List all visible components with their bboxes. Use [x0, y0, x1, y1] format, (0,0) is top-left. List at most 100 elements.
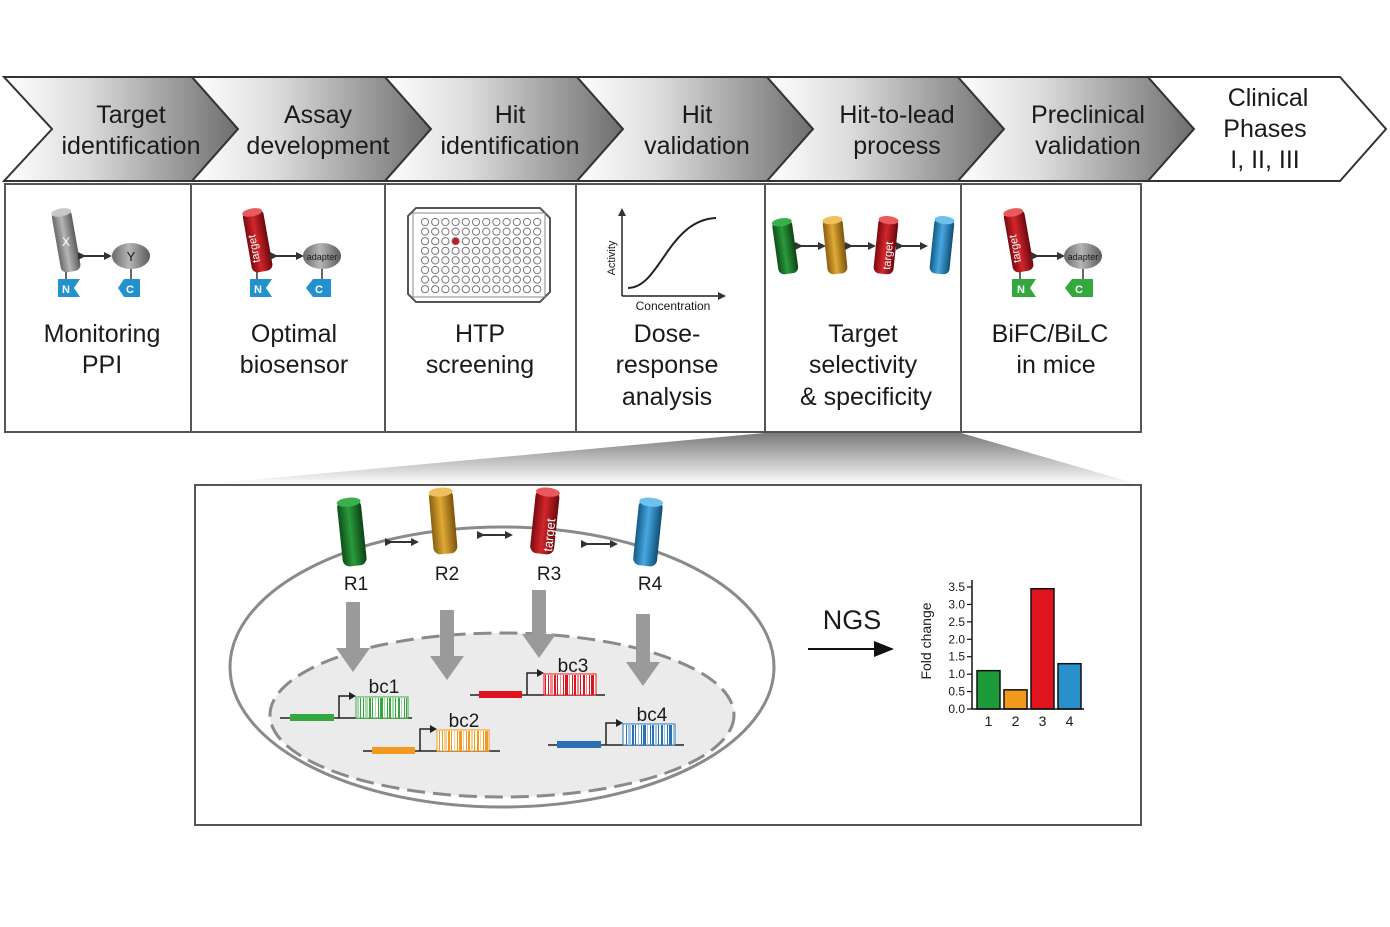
barcode-stripe — [406, 698, 407, 718]
c-fragment-label: C — [126, 284, 134, 296]
protein-y-label: Y — [127, 249, 136, 264]
target-label-4: target — [540, 517, 558, 552]
chart-bar-3 — [1030, 587, 1055, 710]
plate-well — [420, 237, 430, 246]
plate-well — [502, 265, 511, 275]
hit-well — [451, 237, 460, 246]
barcode-stripe — [548, 675, 549, 695]
barcode-stripe — [468, 731, 470, 751]
plate-well — [451, 246, 460, 255]
plate-well — [492, 237, 501, 246]
plate-well — [441, 237, 450, 246]
plate-well — [420, 246, 430, 255]
plate-well — [502, 217, 511, 227]
plate-well — [502, 237, 511, 246]
stage-labels: Target identification Assay development … — [62, 84, 1309, 174]
target-label-1: target — [246, 234, 263, 264]
target-label-3: target — [1007, 234, 1024, 264]
barcode-stripe — [545, 675, 546, 695]
plate-well — [451, 256, 460, 265]
barcode-stripe — [480, 731, 481, 751]
plate-well — [492, 246, 501, 255]
plate-well — [431, 217, 440, 227]
barcode-stripe — [483, 731, 484, 751]
adapter-label-1: adapter — [307, 252, 338, 262]
method-box-5 — [764, 183, 962, 433]
plate-well — [492, 227, 501, 236]
method-6-line1: BiFC/BiLC — [992, 320, 1109, 348]
barcode-stripe — [664, 725, 665, 745]
plate-well — [441, 217, 450, 227]
barcode-stripe — [375, 698, 376, 718]
barcode-stripe — [387, 698, 388, 718]
plate-well — [502, 246, 511, 255]
stage-2-line2: development — [246, 132, 389, 160]
plate-well — [420, 217, 430, 227]
plate-well — [431, 227, 440, 236]
plate-well — [512, 217, 521, 227]
stage-4-line1: Hit — [682, 101, 713, 129]
barcode-stripe — [655, 725, 657, 745]
barcode-stripe — [669, 725, 672, 745]
barcode-stripe — [557, 675, 558, 695]
method-5-line3: & specificity — [800, 383, 932, 411]
plate-well — [512, 256, 521, 265]
reporter-bc4: bc4 — [548, 705, 684, 748]
barcode-stripe — [643, 725, 646, 745]
reporter-bc2: bc2 — [363, 711, 500, 754]
plate-well — [482, 217, 491, 227]
stage-5-line2: process — [853, 132, 941, 160]
plate-well — [522, 256, 532, 265]
barcode-stripe — [360, 698, 361, 718]
plate-well — [522, 227, 532, 236]
plate-well — [420, 265, 430, 275]
plate-well — [533, 217, 542, 227]
barcode-stripe — [448, 731, 450, 751]
stage-3-line1: Hit — [495, 101, 526, 129]
plate-well — [461, 246, 470, 255]
plate-well — [420, 256, 430, 265]
plate-well — [522, 217, 532, 227]
method-box-4 — [575, 183, 766, 433]
plate-well — [461, 275, 470, 284]
chart-x-tick-label: 2 — [1012, 713, 1020, 729]
method-6-line2: in mice — [1016, 351, 1095, 379]
barcode-stripe — [563, 675, 564, 695]
barcode-stripe — [626, 725, 627, 745]
plate-well — [482, 265, 491, 275]
barcode-stripe — [463, 731, 464, 751]
biosensor-icon: target adapter N C — [242, 208, 341, 297]
barcode-stripe — [658, 725, 659, 745]
plate-well — [492, 265, 501, 275]
dose-xlabel: Concentration — [636, 299, 711, 313]
barcode-stripe — [395, 698, 396, 718]
method-boxes — [4, 183, 1142, 433]
plate-well — [471, 217, 481, 227]
plate-well — [441, 256, 450, 265]
adapter-label-2: adapter — [1068, 252, 1099, 262]
barcode-stripe — [365, 698, 368, 718]
stage-3-line2: identification — [441, 132, 580, 160]
plate-well — [482, 285, 491, 294]
barcode-stripe — [380, 698, 383, 718]
plate-well — [441, 246, 450, 255]
barcode-stripe — [454, 731, 455, 751]
barcode-label-bc3: bc3 — [558, 656, 589, 677]
method-5-line1: Target — [828, 320, 898, 348]
method-4-line3: analysis — [622, 383, 712, 411]
plate-well — [461, 285, 470, 294]
plate-well — [461, 227, 470, 236]
method-box-6 — [960, 183, 1142, 433]
barcode-stripe — [661, 725, 663, 745]
stage-7-line2: Phases — [1223, 115, 1306, 143]
chart-y-tick-label: 1.5 — [948, 650, 965, 664]
chart-x-tick-label: 4 — [1066, 713, 1074, 729]
plate-well — [533, 227, 542, 236]
barcode-stripe — [632, 725, 634, 745]
barcode-stripe — [389, 698, 391, 718]
detail-receptors: target R1 R2 R3 R4 — [336, 487, 664, 595]
microplate-icon — [407, 207, 551, 303]
barcode-stripe — [569, 675, 570, 695]
plate-well — [492, 285, 501, 294]
